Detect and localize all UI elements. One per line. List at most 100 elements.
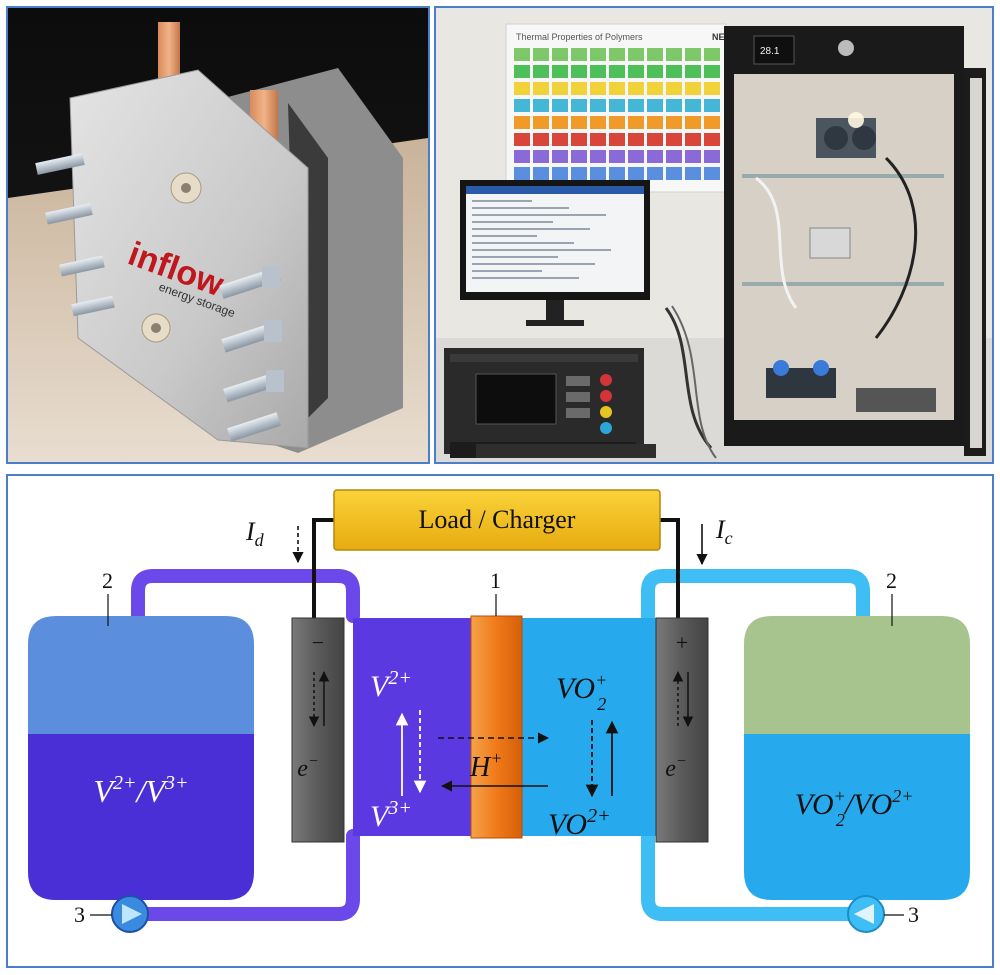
poster-cell (704, 48, 720, 61)
callout-pump-right: 3 (908, 902, 919, 927)
poster-cell (533, 116, 549, 129)
catholyte-compartment (522, 618, 656, 836)
svg-text:Ic: Ic (715, 515, 733, 548)
poster-cell (628, 116, 644, 129)
callout-tank-left: 2 (102, 568, 113, 593)
poster-cell (609, 82, 625, 95)
poster-cell (704, 167, 720, 180)
poster-cell (552, 48, 568, 61)
catholyte-pipes (641, 569, 875, 921)
poster-cell (666, 82, 682, 95)
test-bench-illustration: Thermal Properties of Polymers NET 28.1 (436, 8, 992, 462)
negative-sign: − (312, 630, 324, 655)
poster-cell (590, 150, 606, 163)
poster-cell (628, 65, 644, 78)
poster-cell (647, 65, 663, 78)
tank-right-label: VO+2/VO2+ (795, 786, 914, 830)
poster-cell (533, 99, 549, 112)
poster-title: Thermal Properties of Polymers (516, 32, 643, 42)
poster-cell (590, 82, 606, 95)
poster-cell (685, 116, 701, 129)
poster-cell (685, 133, 701, 146)
vrfb-diagram: Load / Charger Id Ic − + e− e− (28, 489, 970, 933)
poster-cell (590, 99, 606, 112)
pump-left (111, 895, 149, 933)
poster-cell (533, 133, 549, 146)
poster-cell (552, 116, 568, 129)
poster-cell (628, 133, 644, 146)
poster-cell (704, 82, 720, 95)
tank-left-label: V2+/V3+ (94, 772, 189, 809)
catholyte-reaction-arrows (585, 720, 619, 798)
poster-cell (704, 133, 720, 146)
poster-cell (571, 48, 587, 61)
poster-cell (514, 133, 530, 146)
poster-cell (666, 167, 682, 180)
ion-v2plus: V2+ (370, 667, 412, 703)
callout-membrane: 1 (490, 568, 501, 593)
poster-cell (609, 99, 625, 112)
poster-cell (628, 99, 644, 112)
charge-current: Ic (696, 515, 733, 566)
load-charger-box: Load / Charger (333, 489, 661, 551)
poster-cell (647, 82, 663, 95)
poster-cell (609, 133, 625, 146)
poster-cell (514, 65, 530, 78)
poster-cell (571, 133, 587, 146)
bolts-right (219, 266, 284, 442)
negative-electrode (291, 617, 345, 843)
poster-cell (704, 116, 720, 129)
poster-cell (514, 116, 530, 129)
poster-cell (571, 167, 587, 180)
monitor-text-line (472, 277, 579, 279)
flow-cell-illustration: inflow energy storage (8, 8, 428, 462)
poster-cell (514, 82, 530, 95)
poster-cell (552, 99, 568, 112)
electron-arrows-left (308, 670, 330, 728)
poster-cell (571, 65, 587, 78)
poster-cell (685, 167, 701, 180)
poster-cell (685, 48, 701, 61)
ion-hplus: H+ (469, 748, 502, 783)
poster-cell (571, 99, 587, 112)
positive-sign: + (676, 630, 688, 655)
poster-cell (647, 150, 663, 163)
poster-cell (552, 82, 568, 95)
test-bench-photo: Thermal Properties of Polymers NET 28.1 (434, 6, 994, 464)
poster-cell (628, 167, 644, 180)
poster-cell (704, 99, 720, 112)
svg-text:Id: Id (245, 517, 265, 550)
poster-cell (571, 116, 587, 129)
poster-cell (666, 116, 682, 129)
monitor-text-line (472, 207, 569, 209)
poster-cell (514, 150, 530, 163)
poster-cell (666, 48, 682, 61)
poster-cell (571, 82, 587, 95)
anolyte-reaction-arrows (395, 710, 427, 796)
poster-cell (552, 167, 568, 180)
bolts-left (35, 153, 115, 317)
monitor-text-line (472, 249, 611, 251)
poster-cell (514, 167, 530, 180)
poster-corner-text: NET (712, 32, 731, 42)
poster-cell (647, 167, 663, 180)
cabinet-display-value: 28.1 (760, 46, 780, 57)
poster-cell (533, 48, 549, 61)
poster-cell (590, 133, 606, 146)
poster-cell (685, 82, 701, 95)
pump-right (847, 895, 885, 933)
anolyte-pipes (121, 569, 360, 921)
poster-cell (685, 150, 701, 163)
poster-cell (552, 133, 568, 146)
monitor-text-line (472, 221, 553, 223)
poster-cell (609, 167, 625, 180)
poster-cell (533, 65, 549, 78)
poster-cell (666, 150, 682, 163)
monitor-text-line (472, 235, 537, 237)
ion-vo2plus: VO+2 (556, 670, 607, 714)
monitor-text-line (472, 200, 532, 202)
poster-cell (628, 82, 644, 95)
cabinet-display (753, 35, 795, 65)
membrane (470, 615, 523, 839)
poster-cell (685, 65, 701, 78)
